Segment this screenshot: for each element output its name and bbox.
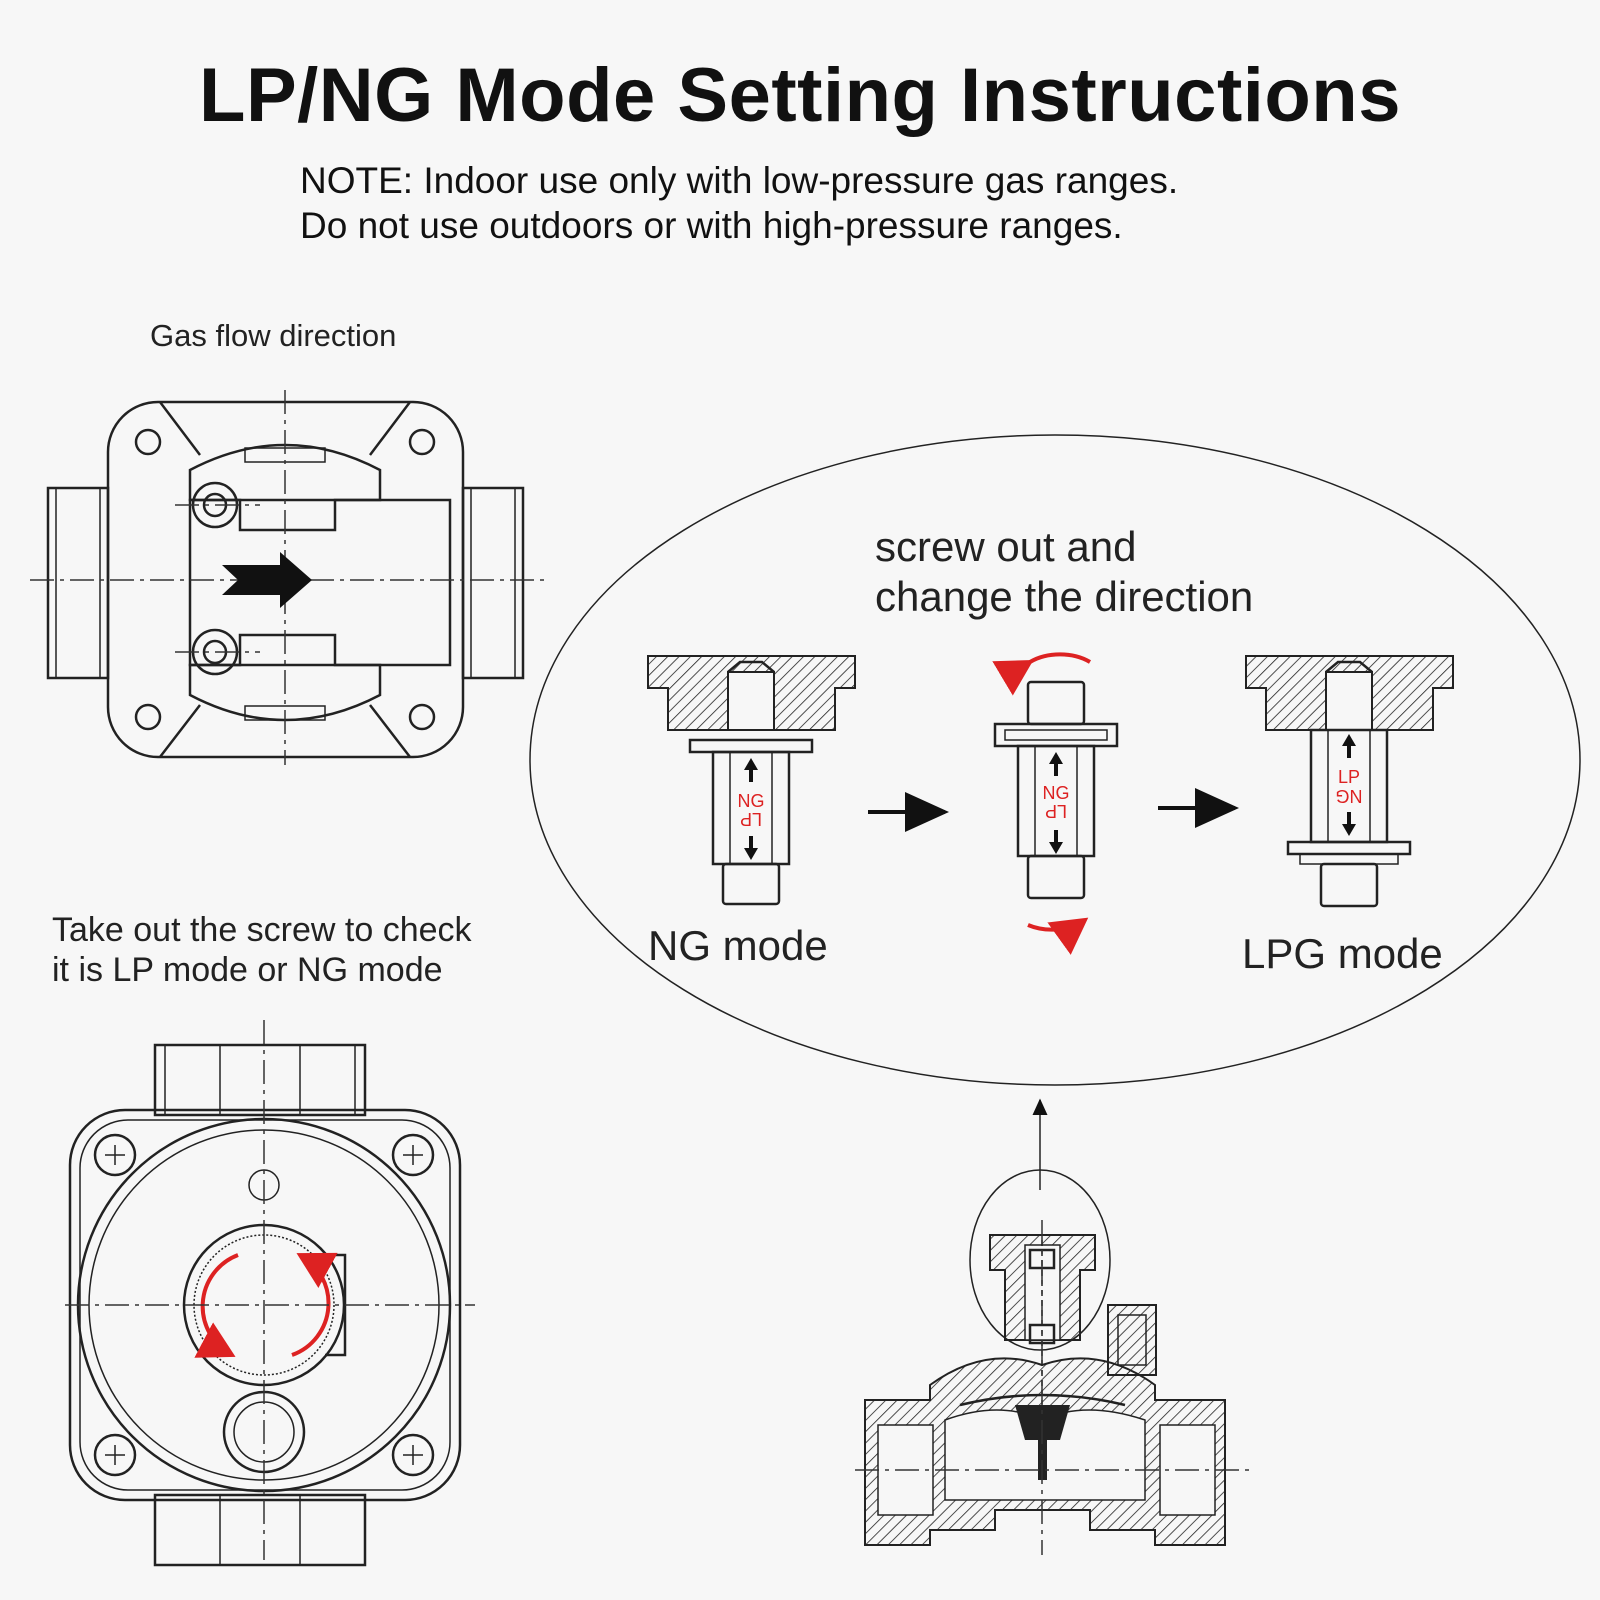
- rotate-arrow-top: [992, 652, 1092, 696]
- flow-direction-arrow: [222, 552, 312, 608]
- regulator-front-view: [65, 1020, 475, 1567]
- lpg-mode-label: LPG mode: [1242, 930, 1443, 977]
- gas-flow-label: Gas flow direction: [150, 318, 397, 353]
- regulator-top-view: [30, 390, 545, 765]
- ng-mark: NG: [738, 791, 765, 811]
- rotate-arrow-right: [291, 1252, 338, 1357]
- take-out-line-1: Take out the screw to check: [52, 911, 472, 949]
- screw-out-line-1: screw out and: [875, 523, 1137, 570]
- detail-callout-ellipse: [529, 434, 1581, 1086]
- rotate-arrow-bottom: [1027, 917, 1089, 955]
- rotate-arrow-left: [194, 1253, 239, 1358]
- ng-mode-label: NG mode: [648, 922, 828, 969]
- ng-mode-screw: NG LP: [647, 655, 856, 906]
- note-line-1: NOTE: Indoor use only with low-pressure …: [300, 160, 1179, 201]
- removed-screw: NG LP: [992, 652, 1119, 955]
- corner-screws: [93, 1133, 435, 1477]
- ng-mark-inverted: NG: [1336, 786, 1363, 806]
- safety-note: NOTE: Indoor use only with low-pressure …: [300, 158, 1178, 248]
- lp-mark-inverted: LP: [740, 809, 762, 829]
- note-line-2: Do not use outdoors or with high-pressur…: [300, 205, 1123, 246]
- take-out-instructions: Take out the screw to check it is LP mod…: [52, 910, 472, 990]
- regulator-section-view: [855, 1169, 1250, 1555]
- ng-mark-middle: NG: [1043, 783, 1070, 803]
- screw-out-instructions: screw out and change the direction: [875, 522, 1253, 622]
- lp-mark: LP: [1338, 767, 1360, 787]
- lp-mark-middle-inverted: LP: [1045, 801, 1067, 821]
- take-out-line-2: it is LP mode or NG mode: [52, 951, 443, 989]
- screw-out-line-2: change the direction: [875, 573, 1254, 620]
- lpg-mode-screw: LP NG: [1245, 655, 1454, 908]
- page-title: LP/NG Mode Setting Instructions: [199, 53, 1401, 138]
